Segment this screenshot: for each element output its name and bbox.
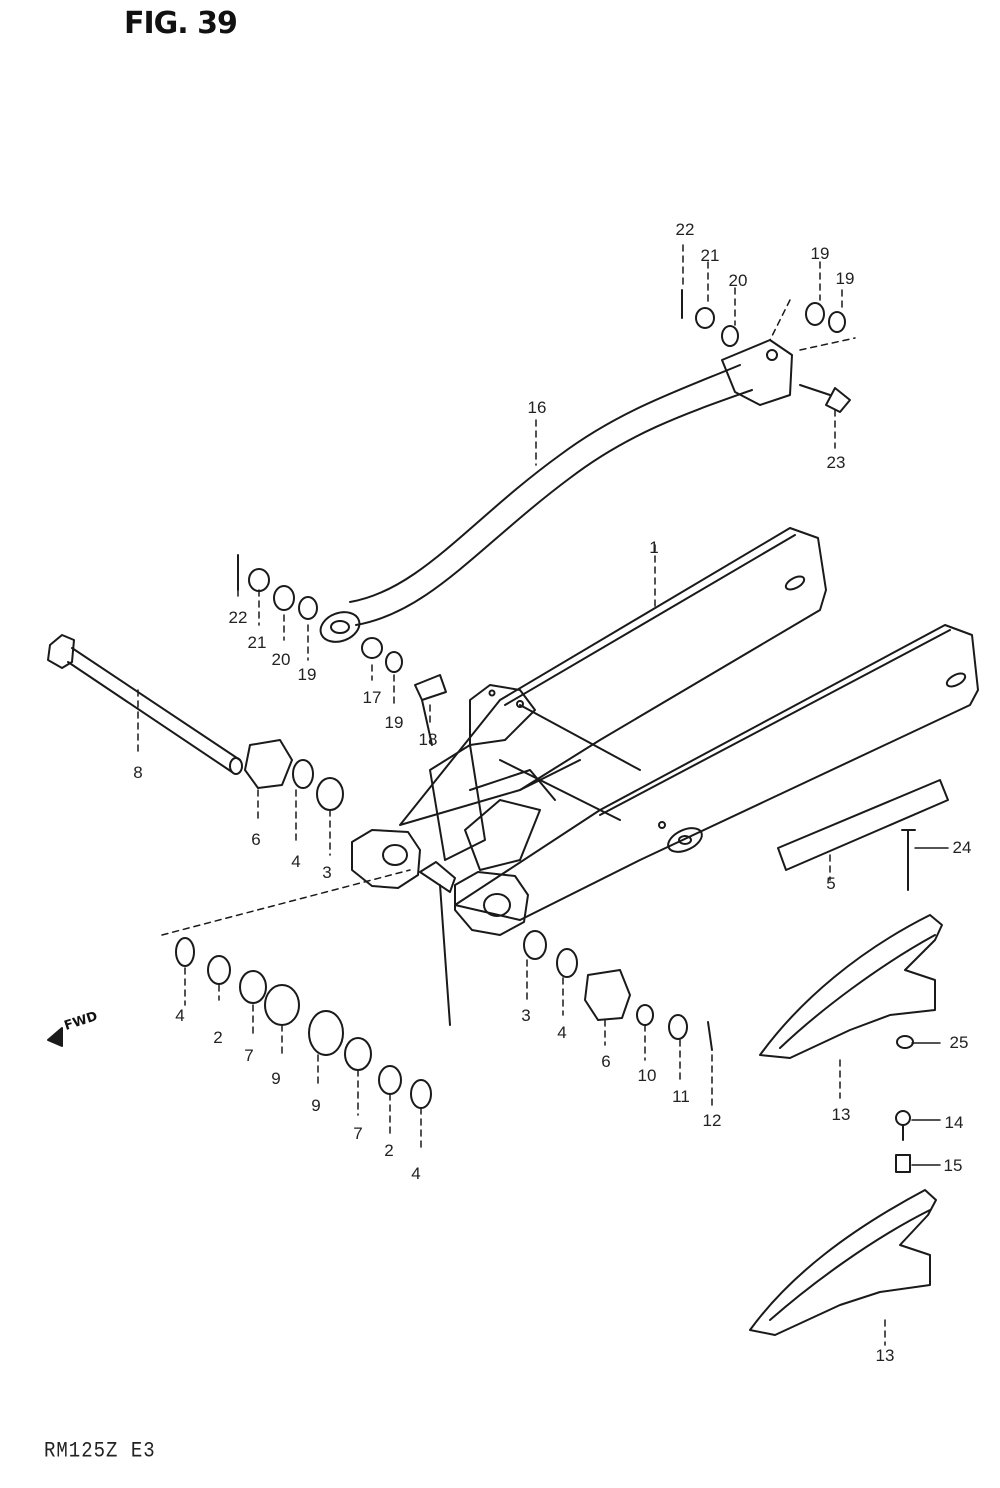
callout-17: 17 bbox=[362, 688, 382, 707]
callout-9: 9 bbox=[271, 1069, 281, 1088]
callout-11: 11 bbox=[672, 1087, 690, 1106]
callout-16: 16 bbox=[527, 398, 547, 417]
callout-25: 25 bbox=[949, 1033, 969, 1052]
callout-7: 7 bbox=[353, 1124, 363, 1143]
callout-20: 20 bbox=[728, 271, 748, 290]
callout-13: 13 bbox=[831, 1105, 851, 1124]
callout-8: 8 bbox=[133, 763, 143, 782]
callout-13: 13 bbox=[875, 1346, 895, 1365]
figure-title: FIG. 39 bbox=[124, 6, 238, 41]
callout-24: 24 bbox=[952, 838, 972, 857]
torque-rod bbox=[319, 339, 793, 643]
callout-12: 12 bbox=[702, 1111, 722, 1130]
callout-4: 4 bbox=[557, 1023, 567, 1042]
fwd-arrow-icon bbox=[47, 1027, 63, 1047]
callout-9: 9 bbox=[311, 1096, 321, 1115]
callout-4: 4 bbox=[175, 1006, 185, 1025]
callout-19: 19 bbox=[297, 665, 317, 684]
callout-5: 5 bbox=[826, 874, 836, 893]
model-code: RM125Z E3 bbox=[44, 1438, 156, 1464]
callout-6: 6 bbox=[251, 830, 261, 849]
callout-10: 10 bbox=[637, 1066, 657, 1085]
callout-4: 4 bbox=[291, 852, 301, 871]
callout-19: 19 bbox=[835, 269, 855, 288]
callout-3: 3 bbox=[521, 1006, 531, 1025]
leader-lines bbox=[137, 244, 886, 1346]
callout-15: 15 bbox=[943, 1156, 963, 1175]
callout-23: 23 bbox=[826, 453, 846, 472]
callout-22: 22 bbox=[228, 608, 248, 627]
decal bbox=[777, 779, 949, 871]
callout-14: 14 bbox=[944, 1113, 964, 1132]
callout-21: 21 bbox=[700, 246, 720, 265]
pivot-washers bbox=[175, 930, 713, 1109]
upper-hardware bbox=[237, 289, 851, 620]
callout-6: 6 bbox=[601, 1052, 611, 1071]
callout-7: 7 bbox=[244, 1046, 254, 1065]
swing-arm bbox=[351, 527, 979, 936]
pivot-shaft bbox=[47, 634, 243, 775]
callout-22: 22 bbox=[675, 220, 695, 239]
callout-2: 2 bbox=[213, 1028, 223, 1047]
pivot-spacers bbox=[244, 637, 456, 1026]
callout-19: 19 bbox=[810, 244, 830, 263]
callout-19: 19 bbox=[384, 713, 404, 732]
callout-20: 20 bbox=[271, 650, 291, 669]
callout-2: 2 bbox=[384, 1141, 394, 1160]
callout-3: 3 bbox=[322, 863, 332, 882]
callout-18: 18 bbox=[418, 730, 438, 749]
chain-guides bbox=[749, 829, 943, 1336]
callout-4: 4 bbox=[411, 1164, 421, 1183]
callout-21: 21 bbox=[247, 633, 267, 652]
solid-leaders bbox=[911, 847, 949, 1166]
callout-1: 1 bbox=[649, 538, 659, 557]
